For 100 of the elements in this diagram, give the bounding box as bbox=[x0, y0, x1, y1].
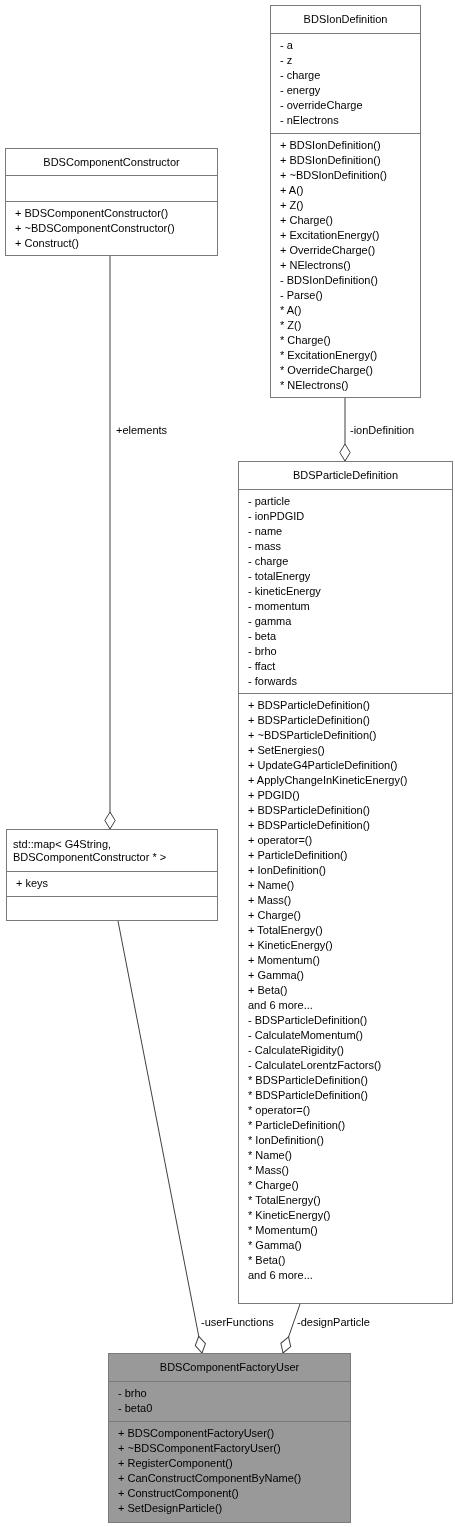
member-text: - gamma bbox=[248, 614, 293, 629]
member-text: - name bbox=[248, 524, 284, 539]
member-text: - kineticEnergy bbox=[248, 584, 322, 599]
class-name: std::map< G4String, BDSComponentConstructor * > bbox=[13, 837, 168, 864]
member-text: * Charge() bbox=[280, 333, 332, 348]
member-text: + BDSComponentConstructor() bbox=[15, 206, 170, 221]
member-text: * ParticleDefinition() bbox=[248, 1118, 347, 1133]
member-text: * TotalEnergy() bbox=[248, 1193, 322, 1208]
member-text: - overrideCharge bbox=[280, 98, 364, 113]
member-text: + CanConstructComponentByName() bbox=[118, 1471, 303, 1486]
class-box bbox=[238, 461, 453, 1304]
member-text: * operator=() bbox=[248, 1103, 312, 1118]
member-text: - beta0 bbox=[118, 1401, 154, 1416]
class-name: BDSComponentConstructor bbox=[43, 155, 180, 169]
member-text: * Gamma() bbox=[248, 1238, 303, 1253]
member-text: - totalEnergy bbox=[248, 569, 312, 584]
member-text: - CalculateRigidity() bbox=[248, 1043, 345, 1058]
member-text: * A() bbox=[280, 303, 303, 318]
member-text: + Charge() bbox=[248, 908, 302, 923]
member-text: * Beta() bbox=[248, 1253, 287, 1268]
edge-label: -designParticle bbox=[297, 1316, 370, 1329]
member-text: + BDSIonDefinition() bbox=[280, 153, 382, 168]
member-text: + BDSIonDefinition() bbox=[280, 138, 382, 153]
member-text: * BDSParticleDefinition() bbox=[248, 1073, 369, 1088]
member-text: - Parse() bbox=[280, 288, 324, 303]
member-text: and 6 more... bbox=[248, 1268, 314, 1283]
member-text: * Z() bbox=[280, 318, 303, 333]
member-text: + RegisterComponent() bbox=[118, 1456, 234, 1471]
member-text: - nElectrons bbox=[280, 113, 340, 128]
member-text: + Beta() bbox=[248, 983, 289, 998]
aggregation-line bbox=[280, 1303, 301, 1354]
member-text: * Name() bbox=[248, 1148, 293, 1163]
member-text: + BDSComponentFactoryUser() bbox=[118, 1426, 276, 1441]
member-text: + ConstructComponent() bbox=[118, 1486, 240, 1501]
member-text: + ~BDSComponentConstructor() bbox=[15, 221, 176, 236]
member-text: + OverrideCharge() bbox=[280, 243, 377, 258]
member-text: * OverrideCharge() bbox=[280, 363, 374, 378]
member-text: * IonDefinition() bbox=[248, 1133, 325, 1148]
member-text: - a bbox=[280, 38, 294, 53]
member-text: + Gamma() bbox=[248, 968, 305, 983]
class-box bbox=[6, 829, 218, 921]
member-text: + BDSParticleDefinition() bbox=[248, 818, 371, 833]
edge-label: -userFunctions bbox=[201, 1316, 274, 1329]
member-text: + Construct() bbox=[15, 236, 80, 251]
member-text: + PDGID() bbox=[248, 788, 301, 803]
member-text: + Mass() bbox=[248, 893, 293, 908]
class-box bbox=[5, 148, 218, 256]
member-text: - BDSParticleDefinition() bbox=[248, 1013, 369, 1028]
class-box bbox=[270, 5, 421, 398]
member-text: * BDSParticleDefinition() bbox=[248, 1088, 369, 1103]
member-text: + SetDesignParticle() bbox=[118, 1501, 224, 1516]
member-text: + operator=() bbox=[248, 833, 314, 848]
member-text: - ffact bbox=[248, 659, 277, 674]
member-text: + SetEnergies() bbox=[248, 743, 326, 758]
member-text: + ~BDSIonDefinition() bbox=[280, 168, 388, 183]
member-text: + Z() bbox=[280, 198, 305, 213]
member-text: + A() bbox=[280, 183, 305, 198]
member-text: + BDSParticleDefinition() bbox=[248, 803, 371, 818]
member-text: + ~BDSParticleDefinition() bbox=[248, 728, 378, 743]
member-text: + Momentum() bbox=[248, 953, 321, 968]
member-text: - BDSIonDefinition() bbox=[280, 273, 379, 288]
member-text: - charge bbox=[280, 68, 322, 83]
aggregation-line bbox=[339, 397, 351, 462]
member-text: - brho bbox=[248, 644, 278, 659]
member-text: + Name() bbox=[248, 878, 296, 893]
member-text: - charge bbox=[248, 554, 290, 569]
member-text: + ~BDSComponentFactoryUser() bbox=[118, 1441, 282, 1456]
member-text: - particle bbox=[248, 494, 292, 509]
member-text: - CalculateLorentzFactors() bbox=[248, 1058, 383, 1073]
class-box bbox=[108, 1353, 351, 1523]
member-text: + UpdateG4ParticleDefinition() bbox=[248, 758, 399, 773]
aggregation-line bbox=[117, 920, 206, 1354]
member-text: - CalculateMomentum() bbox=[248, 1028, 364, 1043]
class-name: BDSParticleDefinition bbox=[292, 469, 399, 482]
class-name: BDSComponentFactoryUser bbox=[159, 1361, 300, 1374]
member-text: + TotalEnergy() bbox=[248, 923, 324, 938]
member-text: * Momentum() bbox=[248, 1223, 319, 1238]
edge-label: -ionDefinition bbox=[350, 424, 415, 437]
member-text: * KineticEnergy() bbox=[248, 1208, 332, 1223]
class-name: BDSIonDefinition bbox=[303, 13, 388, 26]
member-text: - forwards bbox=[248, 674, 298, 689]
member-text: - beta bbox=[248, 629, 278, 644]
member-text: + Charge() bbox=[280, 213, 334, 228]
member-text: + IonDefinition() bbox=[248, 863, 327, 878]
member-text: * Charge() bbox=[248, 1178, 300, 1193]
member-text: + keys bbox=[16, 876, 50, 891]
member-text: + ApplyChangeInKineticEnergy() bbox=[248, 773, 409, 788]
member-text: + KineticEnergy() bbox=[248, 938, 334, 953]
member-text: - z bbox=[280, 53, 294, 68]
member-text: - mass bbox=[248, 539, 282, 554]
member-text: * ExcitationEnergy() bbox=[280, 348, 379, 363]
member-text: * NElectrons() bbox=[280, 378, 350, 393]
member-text: - ionPDGID bbox=[248, 509, 306, 524]
member-text: + BDSParticleDefinition() bbox=[248, 698, 371, 713]
member-text: - brho bbox=[118, 1386, 148, 1401]
member-text: + ParticleDefinition() bbox=[248, 848, 349, 863]
aggregation-line bbox=[104, 255, 116, 830]
edge-label: +elements bbox=[116, 424, 168, 437]
member-text: - energy bbox=[280, 83, 322, 98]
member-text: - momentum bbox=[248, 599, 311, 614]
